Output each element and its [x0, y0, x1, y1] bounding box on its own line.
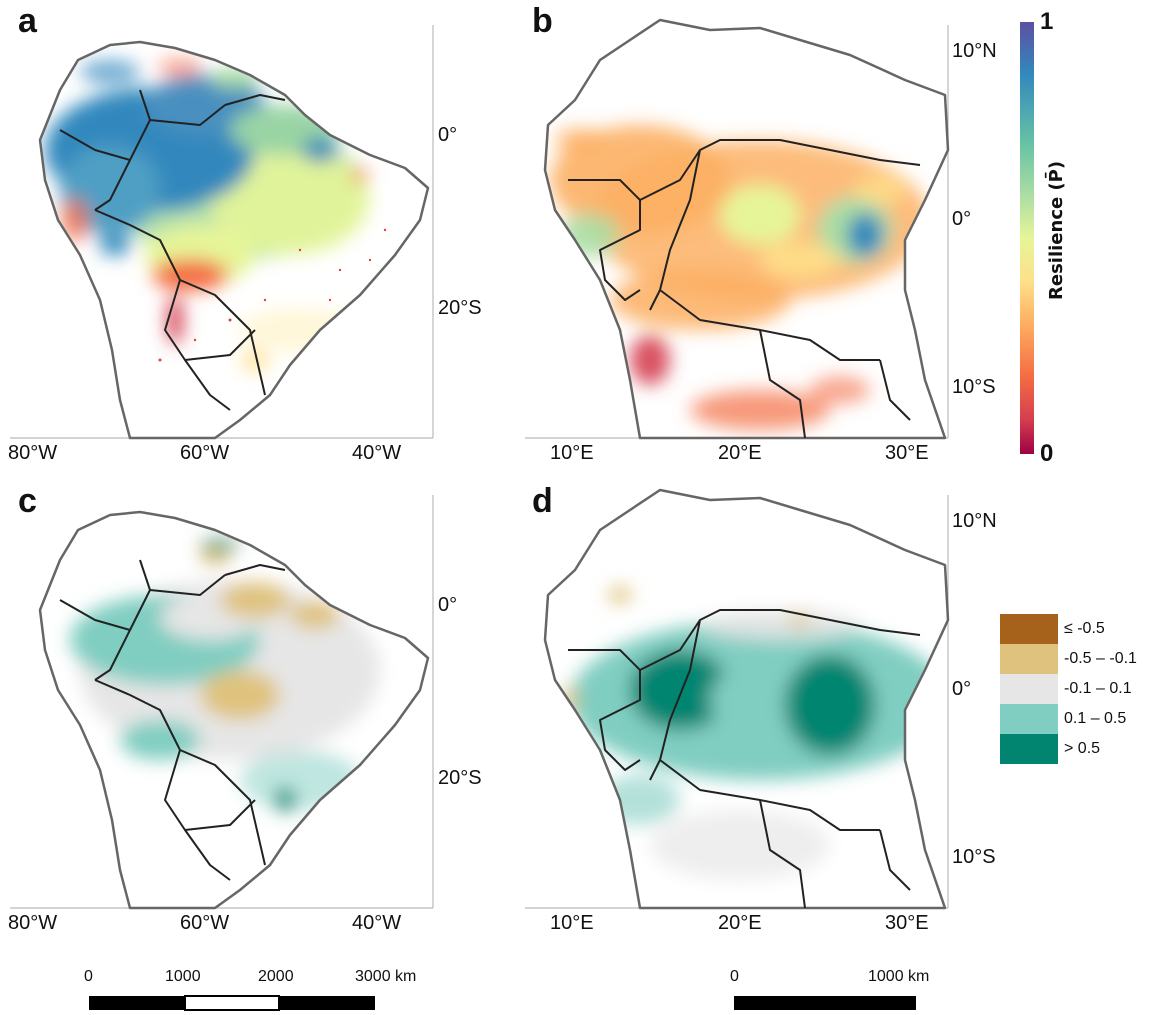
colorbar-min-label: 0	[1040, 440, 1054, 467]
legend-swatch	[1000, 704, 1058, 734]
panel-label-c: c	[18, 482, 37, 520]
lon-tick-c: 60°W	[180, 912, 230, 934]
legend-item: -0.5 – -0.1	[1000, 644, 1137, 674]
legend-swatch	[1000, 614, 1058, 644]
lon-tick-b: 30°E	[885, 442, 929, 464]
lon-tick-c: 80°W	[8, 912, 58, 934]
lon-tick-a: 60°W	[180, 442, 230, 464]
borders-c	[38, 510, 430, 910]
lon-tick-d: 20°E	[718, 912, 762, 934]
legend-item: > 0.5	[1000, 734, 1100, 764]
scalebar-south-america	[89, 995, 375, 1011]
lon-tick-a: 40°W	[352, 442, 402, 464]
lat-tick-c: 20°S	[438, 767, 482, 789]
legend-item: -0.1 – 0.1	[1000, 674, 1132, 704]
lat-tick-b: 10°S	[952, 376, 996, 398]
scalebar-sa-label: 2000	[258, 968, 294, 985]
map-a-south-america-resilience	[45, 58, 387, 372]
lat-tick-d: 10°S	[952, 846, 996, 868]
lat-tick-d: 0°	[952, 678, 972, 700]
lat-tick-a: 20°S	[438, 297, 482, 319]
panel-label-d: d	[532, 482, 553, 520]
borders-d	[543, 488, 950, 910]
legend-swatch	[1000, 644, 1058, 674]
lat-tick-d: 10°N	[952, 510, 997, 532]
resilience-colorbar	[1020, 22, 1034, 454]
lon-tick-b: 20°E	[718, 442, 762, 464]
lon-tick-d: 10°E	[550, 912, 594, 934]
lat-tick-c: 0°	[438, 594, 458, 616]
lat-tick-b: 0°	[952, 208, 972, 230]
legend-item: ≤ -0.5	[1000, 614, 1105, 644]
legend-label: -0.1 – 0.1	[1064, 680, 1132, 697]
scalebar-sa-label: 3000 km	[355, 968, 417, 985]
lon-tick-c: 40°W	[352, 912, 402, 934]
legend-swatch	[1000, 674, 1058, 704]
panel-a-frame	[10, 25, 434, 439]
borders-b	[543, 18, 950, 440]
map-c-south-america-change	[70, 537, 380, 812]
legend-label: ≤ -0.5	[1064, 620, 1105, 637]
scalebar-af-label: 1000 km	[868, 968, 930, 985]
legend-label: > 0.5	[1064, 740, 1101, 757]
scalebar-sa-label: 0	[84, 968, 93, 985]
scalebar-africa	[734, 996, 916, 1010]
scalebar-af-label: 0	[730, 968, 739, 985]
panel-label-a: a	[18, 2, 37, 40]
legend-item: 0.1 – 0.5	[1000, 704, 1126, 734]
legend-label: -0.5 – -0.1	[1064, 650, 1137, 667]
map-b-central-africa-resilience	[550, 125, 930, 430]
legend-swatch	[1000, 734, 1058, 764]
panel-c-frame	[10, 495, 434, 909]
borders-a	[38, 40, 430, 440]
lat-tick-b: 10°N	[952, 40, 997, 62]
legend-label: 0.1 – 0.5	[1064, 710, 1127, 727]
lon-tick-d: 30°E	[885, 912, 929, 934]
panel-label-b: b	[532, 2, 553, 40]
lon-tick-a: 80°W	[8, 442, 58, 464]
colorbar-title: Resilience (P̄)	[1046, 160, 1067, 300]
scalebar-sa-label: 1000	[165, 968, 201, 985]
lat-tick-a: 0°	[438, 124, 458, 146]
lon-tick-b: 10°E	[550, 442, 594, 464]
colorbar-max-label: 1	[1040, 8, 1054, 35]
